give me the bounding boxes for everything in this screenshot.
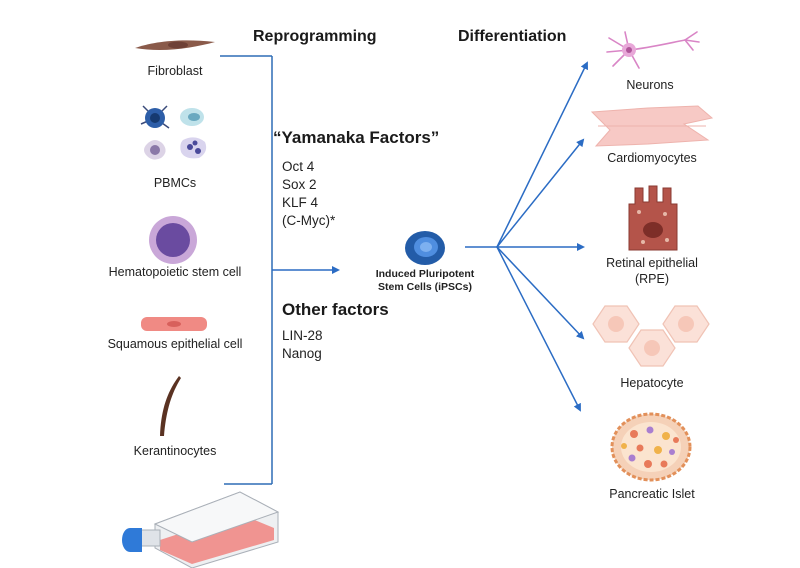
squamous-epithelial-cell-illustration bbox=[141, 317, 207, 331]
target-label-cardiomyocytes: Cardiomyocytes bbox=[607, 151, 697, 165]
yamanaka-factor-cmyc: (C-Myc)* bbox=[282, 213, 336, 228]
yamanaka-factors-title: “Yamanaka Factors” bbox=[273, 128, 440, 147]
arrow-to-islet bbox=[496, 246, 581, 412]
fibroblast-illustration bbox=[135, 40, 215, 51]
differentiation-arrows bbox=[465, 61, 588, 412]
target-label-rpe-line1: Retinal epithelial bbox=[606, 256, 698, 270]
source-label-squamous: Squamous epithelial cell bbox=[107, 337, 243, 351]
ipsc-illustration bbox=[405, 231, 445, 265]
neuron-illustration bbox=[606, 31, 700, 69]
hepatocyte-illustration bbox=[592, 305, 710, 367]
yamanaka-factor-klf4: KLF 4 bbox=[282, 195, 319, 210]
target-label-pancreatic-islet: Pancreatic Islet bbox=[609, 487, 695, 501]
rpe-illustration bbox=[628, 185, 678, 251]
other-factors-title: Other factors bbox=[282, 300, 389, 319]
source-label-pbmcs: PBMCs bbox=[153, 176, 197, 190]
pbmcs-illustration bbox=[140, 105, 207, 160]
arrow-to-hepatocyte bbox=[496, 246, 585, 340]
ipsc-label-line1: Induced Pluripotent bbox=[375, 268, 475, 280]
cardiomyocytes-illustration bbox=[590, 105, 714, 147]
yamanaka-factor-oct4: Oct 4 bbox=[282, 159, 315, 174]
target-label-neurons: Neurons bbox=[626, 78, 674, 92]
hematopoietic-stem-cell-illustration bbox=[149, 216, 197, 264]
source-label-fibroblast: Fibroblast bbox=[147, 64, 203, 78]
ipsc-label-line2: Stem Cells (iPSCs) bbox=[378, 281, 472, 293]
culture-flask-illustration bbox=[122, 491, 280, 568]
target-label-hepatocyte: Hepatocyte bbox=[620, 376, 684, 390]
source-label-keratinocytes: Kerantinocytes bbox=[133, 444, 217, 458]
other-factor-nanog: Nanog bbox=[282, 346, 322, 361]
reprogramming-header: Reprogramming bbox=[253, 28, 377, 45]
arrow-to-cardiomyocytes bbox=[496, 138, 585, 248]
arrow-to-neurons bbox=[496, 61, 588, 248]
target-label-rpe-line2: (RPE) bbox=[634, 272, 670, 286]
keratinocytes-illustration bbox=[160, 376, 181, 436]
ipsc-label: Induced Pluripotent Stem Cells (iPSCs) bbox=[355, 268, 495, 294]
pancreatic-islet-illustration bbox=[610, 412, 692, 482]
other-factor-lin28: LIN-28 bbox=[282, 328, 323, 343]
differentiation-header: Differentiation bbox=[458, 28, 567, 45]
yamanaka-factor-sox2: Sox 2 bbox=[282, 177, 317, 192]
source-label-hematopoietic: Hematopoietic stem cell bbox=[108, 265, 242, 279]
